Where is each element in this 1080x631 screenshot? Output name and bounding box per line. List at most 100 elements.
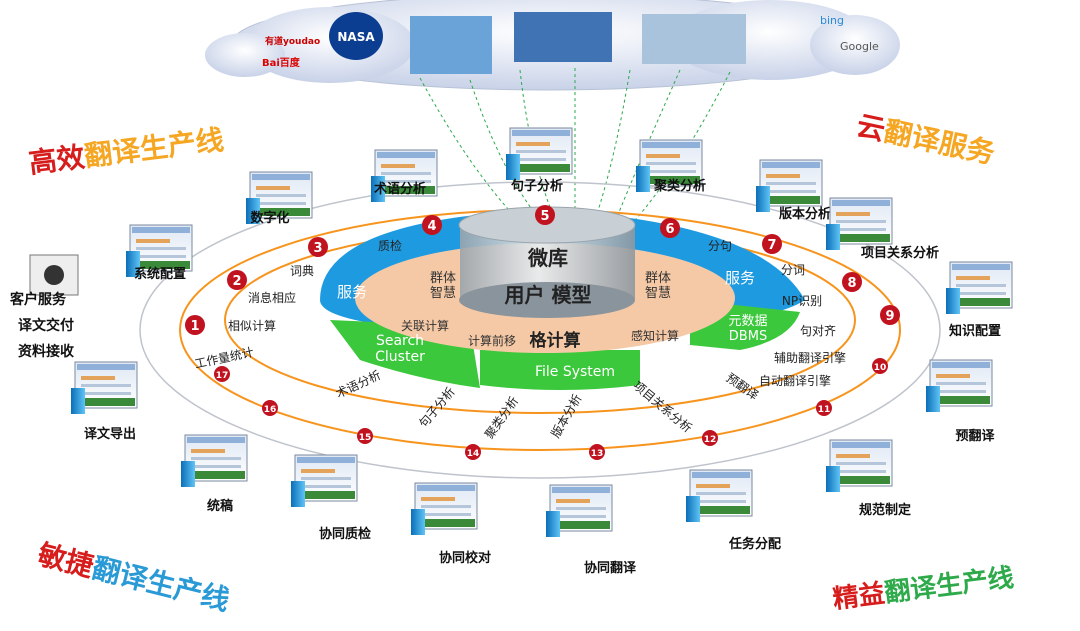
workstation-3: 聚类分析 — [636, 139, 706, 194]
file-system-block — [480, 350, 640, 390]
plane-photo-3 — [642, 14, 746, 64]
file-system-label: File System — [535, 364, 615, 380]
ring-label-11: 自动翻译引擎 — [759, 373, 831, 388]
workstation-8: 知识配置 — [946, 261, 1013, 339]
micro-lib-label: 微库 — [527, 246, 568, 270]
ring-number-7: 7 — [767, 238, 776, 253]
workstation-label: 协同校对 — [439, 550, 491, 566]
ring-number-12: 12 — [704, 435, 717, 445]
workstation-13: 协同校对 — [411, 482, 491, 566]
grid-compute-label: 格计算 — [530, 330, 581, 351]
server-icon — [546, 511, 560, 537]
ring-label-10: 辅助翻译引擎 — [774, 350, 846, 365]
ring-number-9: 9 — [885, 309, 894, 324]
ring-number-17: 17 — [216, 371, 229, 381]
server-icon — [636, 166, 650, 192]
ring-label-8: NP识别 — [782, 294, 822, 308]
ring-number-4: 4 — [427, 219, 436, 234]
micro-lib-cylinder — [458, 206, 636, 318]
ring-label-16: 句子分析 — [416, 385, 458, 431]
ring-number-badge-7 — [762, 234, 782, 254]
workstation-label: 句子分析 — [511, 178, 563, 194]
corner-lean-part1: 精益 — [831, 578, 887, 615]
ring-number-10: 10 — [874, 363, 887, 373]
workstation-label: 协同质检 — [319, 526, 371, 542]
workstation-2: 句子分析 — [506, 127, 573, 194]
workstation-5: 数字化 — [246, 171, 313, 226]
ring-number-badge-12 — [702, 430, 718, 446]
ring-label-3: 相似计算 — [228, 318, 276, 333]
server-icon — [126, 251, 140, 277]
ring-number-badge-14 — [465, 444, 481, 460]
ring-number-2: 2 — [232, 274, 241, 289]
workstation-16: 译文导出 — [71, 361, 138, 442]
workstation-label: 术语分析 — [373, 181, 426, 197]
plane-photo-2 — [514, 12, 612, 62]
server-icon — [946, 288, 960, 314]
ring-label-6: 分句 — [708, 239, 732, 253]
ring-number-badge-6 — [660, 218, 680, 238]
ring-number-badge-5 — [535, 205, 555, 225]
ring-number-5: 5 — [540, 209, 549, 224]
workstation-7: 系统配置 — [126, 224, 193, 282]
workstation-label: 数字化 — [250, 210, 289, 226]
youdao-logo: 有道youdao — [265, 35, 320, 47]
ring-number-badge-9 — [880, 305, 900, 325]
ring-number-15: 15 — [359, 433, 372, 443]
server-icon — [246, 198, 260, 224]
grey-ring — [139, 181, 941, 479]
ring-number-6: 6 — [665, 222, 674, 237]
plane-photo-1 — [410, 16, 492, 74]
baidu-logo: Bai百度 — [262, 56, 301, 69]
ring-number-badge-3 — [308, 237, 328, 257]
ring-number-badge-11 — [816, 400, 832, 416]
client-terminal: 客户服务 译文交付 资料接收 — [9, 254, 79, 360]
server-icon — [291, 481, 305, 507]
ring-label-12: 预翻译 — [724, 371, 762, 403]
server-icon — [926, 386, 940, 412]
assoc-compute-label: 关联计算 — [401, 318, 449, 333]
workstation-label: 统稿 — [207, 498, 233, 514]
ring-number-14: 14 — [467, 449, 480, 459]
service-right-label: 服务 — [725, 269, 755, 287]
ring-label-7: 分词 — [781, 263, 805, 277]
server-icon — [686, 496, 700, 522]
google-logo: Google — [840, 40, 879, 53]
ring-number-8: 8 — [847, 276, 856, 291]
client-service-label: 客户服务 — [9, 291, 67, 308]
ring-number-13: 13 — [591, 449, 604, 459]
workstation-label: 知识配置 — [949, 323, 1001, 339]
workstation-1: 术语分析 — [371, 149, 438, 202]
ring-number-badge-13 — [589, 444, 605, 460]
ring-label-9: 句对齐 — [800, 323, 836, 338]
ring-number-badge-1 — [185, 315, 205, 335]
workstation-label: 规范制定 — [859, 502, 911, 518]
workstation-4: 版本分析 — [756, 159, 831, 222]
group-wisdom-left: 群体智慧 — [430, 271, 456, 301]
workstation-9: 预翻译 — [926, 359, 995, 444]
workstation-label: 版本分析 — [779, 206, 831, 222]
workstation-label: 聚类分析 — [653, 178, 706, 194]
ring-label-5: 质检 — [378, 238, 402, 253]
workstation-15: 统稿 — [181, 434, 248, 514]
workstation-12: 协同翻译 — [546, 484, 637, 576]
workstation-label: 协同翻译 — [584, 560, 637, 576]
ring-number-badge-4 — [422, 215, 442, 235]
ring-number-badge-8 — [842, 272, 862, 292]
workstations: 术语分析句子分析聚类分析版本分析数字化项目关系分析系统配置知识配置预翻译规范制定… — [71, 127, 1013, 576]
workstation-11: 任务分配 — [686, 469, 781, 552]
nasa-logo: NASA — [329, 12, 383, 60]
bing-logo: bing — [820, 14, 844, 27]
ring-label-1: 词典 — [290, 264, 314, 278]
workstation-label: 项目关系分析 — [861, 245, 939, 261]
ring-number-16: 16 — [264, 405, 277, 415]
server-icon — [71, 388, 85, 414]
ring-number-badge-15 — [357, 428, 373, 444]
ring-label-13: 项目关系分析 — [630, 378, 694, 435]
ring-number-badge-17 — [214, 366, 230, 382]
workstation-14: 协同质检 — [291, 454, 371, 542]
workstation-label: 预翻译 — [955, 428, 995, 444]
